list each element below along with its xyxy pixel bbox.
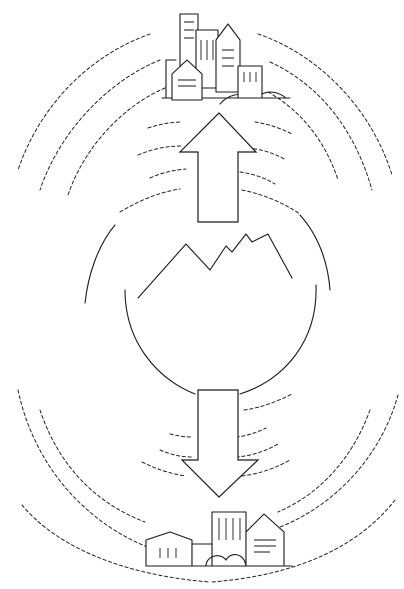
circle-upper-left-arc [85, 225, 115, 303]
ripple-arc [40, 60, 160, 190]
ripple-arc [160, 450, 192, 457]
bidirectional-arrow [180, 113, 258, 497]
ripple-arc [240, 172, 275, 184]
ripple-arc [68, 88, 165, 195]
ripple-arc [242, 190, 300, 214]
ripple-arc [244, 394, 292, 410]
ripple-arc [258, 34, 392, 175]
ripple-arc [18, 34, 150, 170]
ripple-arc [120, 189, 180, 212]
ripple-arc [255, 122, 292, 134]
ripple-arc [170, 434, 192, 437]
circle-left-arc [125, 290, 195, 394]
building [146, 532, 192, 566]
ripple-arc [18, 390, 150, 548]
ripple-arc [150, 169, 186, 178]
outer-ripple-arcs-left [18, 34, 210, 582]
ripple-arc [270, 62, 372, 190]
ripple-arc [272, 395, 398, 530]
mountain-ridge [138, 234, 292, 298]
mountain-icon [138, 234, 292, 298]
circle-right-arc [240, 285, 316, 394]
top-town-icon [162, 14, 290, 104]
bottom-town-icon [146, 512, 292, 566]
circle-upper-right-arc [300, 215, 330, 290]
outer-ripple-arcs-right [212, 34, 398, 582]
arrow-lower-half [182, 390, 258, 497]
ripple-arc [148, 122, 182, 128]
mountain-zone-circle [85, 215, 330, 394]
ripple-arc [40, 410, 145, 522]
ripple-arc [236, 444, 278, 457]
ripple-arc [236, 428, 266, 437]
building [212, 512, 246, 566]
ripple-arc [138, 146, 182, 155]
ripple-arc [142, 462, 186, 476]
ripple-arc [278, 410, 370, 512]
building [192, 544, 212, 566]
arrow-upper-half [180, 113, 256, 222]
